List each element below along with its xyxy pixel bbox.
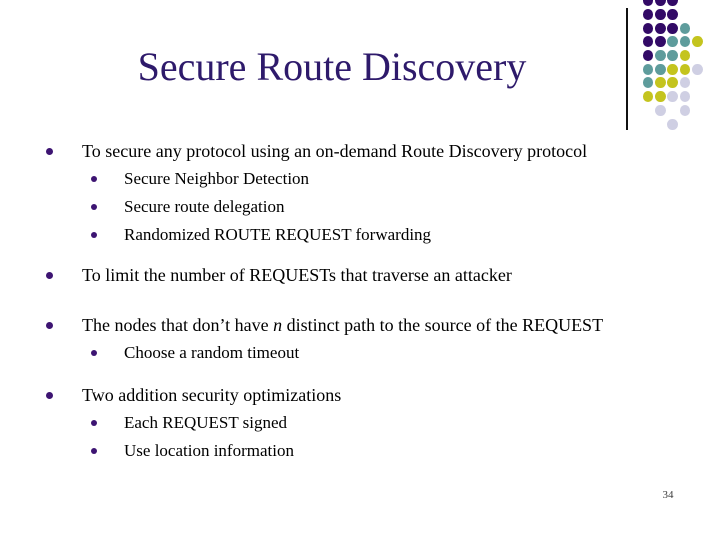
dot [691,62,703,76]
dot [667,0,679,8]
bullet-text: The nodes that don’t have n distinct pat… [82,314,603,336]
dot [654,104,666,118]
divider-line [626,8,628,130]
bullet-text: Randomized ROUTE REQUEST forwarding [124,225,432,244]
bullet-subitem: Use location information [0,440,720,462]
dot-row [642,35,703,49]
dot [679,21,691,35]
bullet-text: Use location information [124,441,294,460]
dot [667,62,679,76]
bullet-icon [46,148,53,155]
page-number: 34 [662,489,674,501]
dot [679,76,691,90]
bullet-icon [46,272,53,279]
dot-row [642,62,703,76]
bullet-subitem: Secure route delegation [0,196,720,218]
dot [642,76,654,90]
dot [679,49,691,63]
dot-row [642,49,703,63]
dot [667,49,679,63]
dot [654,0,666,8]
dot-row [642,8,703,22]
bullet-icon [91,176,97,182]
bullet-subitem: Choose a random timeout [0,342,720,364]
dot [642,62,654,76]
bullet-icon [91,204,97,210]
bullet-subitem: Each REQUEST signed [0,412,720,434]
bullet-item: The nodes that don’t have n distinct pat… [0,314,720,336]
dot [642,35,654,49]
dot-row [642,0,703,8]
bullet-icon [46,392,53,399]
bullet-subitem: Secure Neighbor Detection [0,168,720,190]
bullet-text: Secure route delegation [124,197,285,216]
dot [667,117,679,131]
bullet-icon [91,232,97,238]
dot-row [642,117,703,131]
dot [654,76,666,90]
italic-variable: n [273,315,283,335]
dot [654,21,666,35]
dot-row [642,90,703,104]
bullet-text: To limit the number of REQUESTs that tra… [82,265,512,285]
dot [691,35,703,49]
bullet-list: To secure any protocol using an on-deman… [0,140,720,468]
bullet-text: To secure any protocol using an on-deman… [82,141,588,161]
dot [654,62,666,76]
dot [667,21,679,35]
dot-row [642,104,703,118]
decorative-dot-grid [642,0,703,131]
text-part: The nodes that don’t have [82,315,274,335]
dot [654,90,666,104]
dot [642,8,654,22]
dot [654,49,666,63]
dot [679,35,691,49]
dot-row [642,21,703,35]
dot [667,8,679,22]
text-part: distinct path to the source of the REQUE… [282,315,604,335]
dot [654,35,666,49]
bullet-item: To limit the number of REQUESTs that tra… [0,264,720,286]
bullet-text: Secure Neighbor Detection [124,169,310,188]
dot [679,62,691,76]
dot-empty [654,117,666,131]
dot [667,76,679,90]
bullet-item: Two addition security optimizations [0,384,720,406]
dot [654,8,666,22]
bullet-subitem: Randomized ROUTE REQUEST forwarding [0,224,720,246]
bullet-text: Each REQUEST signed [124,413,288,432]
dot-row [642,76,703,90]
dot [642,21,654,35]
dot-empty [667,104,679,118]
dot-empty [642,117,654,131]
dot [679,90,691,104]
slide-title: Secure Route Discovery [137,44,527,89]
dot-empty [642,104,654,118]
bullet-text: Two addition security optimizations [82,385,342,405]
bullet-icon [46,322,53,329]
bullet-text: Choose a random timeout [124,343,300,362]
bullet-item: To secure any protocol using an on-deman… [0,140,720,162]
dot [642,0,654,8]
dot [667,90,679,104]
dot [679,104,691,118]
bullet-icon [91,420,97,426]
dot [667,35,679,49]
dot [642,90,654,104]
bullet-icon [91,448,97,454]
bullet-icon [91,350,97,356]
dot [642,49,654,63]
